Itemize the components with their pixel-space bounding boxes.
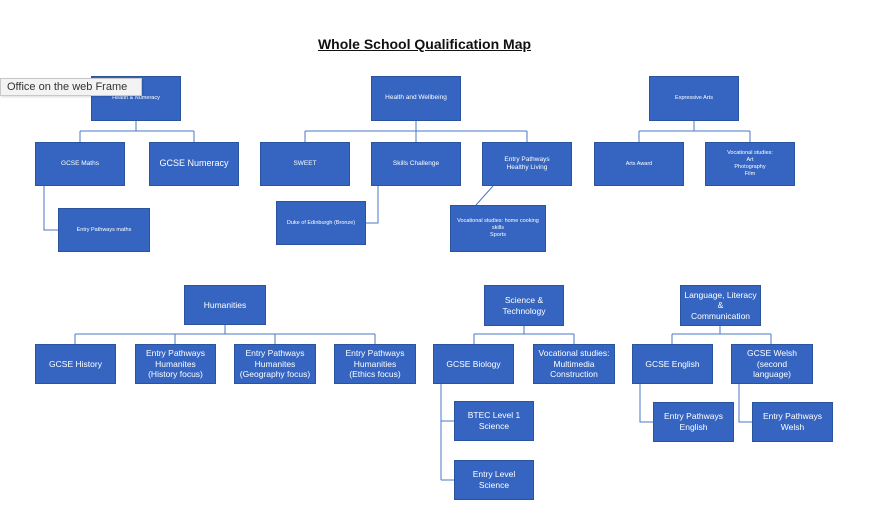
node-arts-award[interactable]: Arts Award: [594, 142, 684, 186]
node-gcse-welsh[interactable]: GCSE Welsh (second language): [731, 344, 813, 384]
node-language-literacy[interactable]: Language, Literacy & Communication: [680, 285, 761, 326]
page-title: Whole School Qualification Map: [317, 36, 532, 52]
node-gcse-maths[interactable]: GCSE Maths: [35, 142, 125, 186]
node-gcse-history[interactable]: GCSE History: [35, 344, 116, 384]
node-entry-history[interactable]: Entry Pathways Humanites (History focus): [135, 344, 216, 384]
node-gcse-numeracy[interactable]: GCSE Numeracy: [149, 142, 239, 186]
frame-tooltip: Office on the web Frame: [0, 78, 142, 96]
node-science-technology[interactable]: Science & Technology: [484, 285, 564, 326]
node-vocational-home-cooking[interactable]: Vocational studies: home cooking skills …: [450, 205, 546, 252]
node-gcse-english[interactable]: GCSE English: [632, 344, 713, 384]
node-duke-of-edinburgh[interactable]: Duke of Edinburgh (Bronze): [276, 201, 366, 245]
node-entry-level-science[interactable]: Entry Level Science: [454, 460, 534, 500]
node-btec-science[interactable]: BTEC Level 1 Science: [454, 401, 534, 441]
node-vocational-art[interactable]: Vocational studies: Art Photography Film: [705, 142, 795, 186]
node-entry-ethics[interactable]: Entry Pathways Humanities (Ethics focus): [334, 344, 416, 384]
node-gcse-biology[interactable]: GCSE Biology: [433, 344, 514, 384]
node-entry-maths[interactable]: Entry Pathways maths: [58, 208, 150, 252]
node-entry-english[interactable]: Entry Pathways English: [653, 402, 734, 442]
node-skills-challenge[interactable]: Skills Challenge: [371, 142, 461, 186]
node-entry-geography[interactable]: Entry Pathways Humanites (Geography focu…: [234, 344, 316, 384]
node-humanities[interactable]: Humanities: [184, 285, 266, 325]
node-entry-healthy-living[interactable]: Entry Pathways Healthy Living: [482, 142, 572, 186]
node-sweet[interactable]: SWEET: [260, 142, 350, 186]
node-health-wellbeing[interactable]: Health and Wellbeing: [371, 76, 461, 121]
node-expressive-arts[interactable]: Expressive Arts: [649, 76, 739, 121]
node-vocational-multimedia[interactable]: Vocational studies: Multimedia Construct…: [533, 344, 615, 384]
node-entry-welsh[interactable]: Entry Pathways Welsh: [752, 402, 833, 442]
